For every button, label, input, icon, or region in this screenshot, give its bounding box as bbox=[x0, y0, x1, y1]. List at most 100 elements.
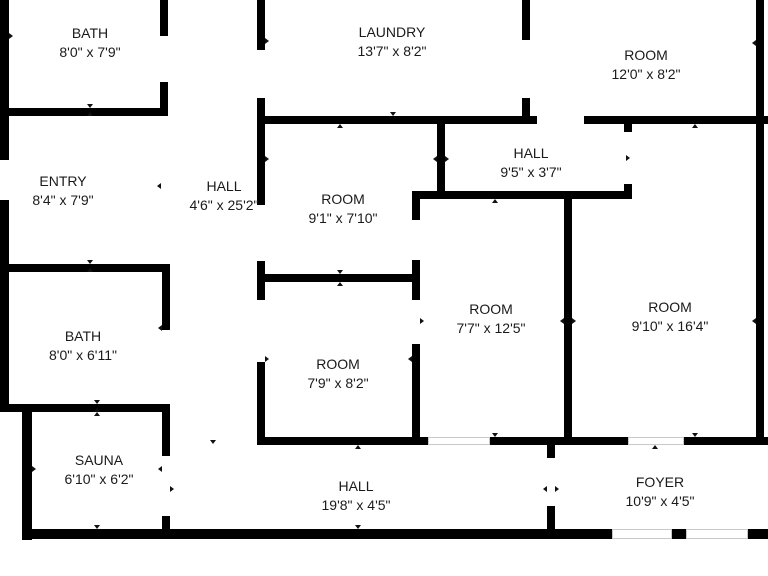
wall bbox=[162, 264, 170, 330]
wall bbox=[584, 116, 768, 124]
room-name: SAUNA bbox=[74, 452, 124, 468]
dimension-mark bbox=[265, 356, 269, 362]
room-dimensions: 4'6" x 25'2" bbox=[189, 197, 259, 213]
dimension-mark bbox=[692, 433, 698, 437]
wall bbox=[564, 191, 572, 445]
room-name: HALL bbox=[513, 145, 549, 161]
wall bbox=[0, 0, 9, 412]
dimension-mark bbox=[445, 156, 449, 162]
room-label-hall-vertical: HALL 4'6" x 25'2" bbox=[190, 177, 259, 215]
dimension-mark bbox=[492, 199, 498, 203]
wall bbox=[412, 191, 632, 199]
dimension-mark bbox=[626, 155, 630, 161]
doorway bbox=[412, 220, 420, 260]
dimension-mark bbox=[652, 445, 658, 449]
dimension-mark bbox=[355, 525, 361, 529]
doorway bbox=[257, 300, 265, 362]
doorway bbox=[257, 205, 265, 261]
dimension-mark bbox=[555, 486, 559, 492]
room-label-room-top-right: ROOM 12'0" x 8'2" bbox=[612, 46, 681, 84]
dimension-mark bbox=[87, 112, 93, 116]
dimension-mark bbox=[572, 318, 576, 324]
room-name: ROOM bbox=[624, 47, 668, 63]
dimension-mark bbox=[337, 124, 343, 128]
room-name: ROOM bbox=[648, 299, 692, 315]
room-name: HALL bbox=[338, 478, 374, 494]
dimension-mark bbox=[337, 270, 343, 274]
dimension-mark bbox=[158, 466, 162, 472]
room-name: BATH bbox=[64, 328, 102, 344]
wall bbox=[437, 116, 445, 196]
room-label-room-center: ROOM 7'7" x 12'5" bbox=[457, 300, 526, 338]
room-dimensions: 8'0" x 6'11" bbox=[49, 347, 117, 363]
window bbox=[612, 529, 672, 539]
dimension-mark bbox=[390, 112, 396, 116]
wall bbox=[756, 0, 764, 124]
dimension-mark bbox=[94, 525, 100, 529]
room-dimensions: 19'8" x 4'5" bbox=[321, 497, 391, 513]
room-name: ROOM bbox=[469, 301, 513, 317]
dimension-mark bbox=[408, 356, 412, 362]
dimension-mark bbox=[560, 318, 564, 324]
doorway bbox=[522, 40, 530, 98]
wall bbox=[756, 124, 764, 444]
room-name: FOYER bbox=[635, 474, 685, 490]
dimension-mark bbox=[337, 282, 343, 286]
dimension-mark bbox=[265, 156, 269, 162]
doorway bbox=[257, 50, 265, 98]
wall bbox=[22, 529, 768, 539]
room-label-sauna: SAUNA 6'10" x 6'2" bbox=[65, 451, 134, 489]
wall bbox=[257, 274, 417, 282]
dimension-mark bbox=[157, 183, 161, 189]
doorway bbox=[162, 456, 170, 516]
doorway bbox=[412, 300, 420, 344]
room-label-hall-small: HALL 9'5" x 3'7" bbox=[500, 144, 561, 182]
doorway bbox=[160, 36, 168, 82]
room-label-laundry: LAUNDRY 13'7" x 8'2" bbox=[358, 23, 427, 61]
room-dimensions: 9'5" x 3'7" bbox=[500, 164, 562, 180]
wall bbox=[0, 404, 170, 412]
dimension-mark bbox=[433, 156, 437, 162]
dimension-mark bbox=[94, 408, 100, 412]
dimension-mark bbox=[87, 260, 93, 264]
wall bbox=[22, 404, 32, 540]
dimension-mark bbox=[752, 40, 756, 46]
dimension-mark bbox=[543, 486, 547, 492]
room-label-room-lower: ROOM 7'9" x 8'2" bbox=[307, 355, 368, 393]
wall bbox=[0, 264, 170, 272]
doorway bbox=[0, 160, 9, 200]
room-name: HALL bbox=[206, 178, 242, 194]
dimension-mark bbox=[752, 318, 756, 324]
dimension-mark bbox=[87, 268, 93, 272]
dimension-mark bbox=[94, 412, 100, 416]
dimension-mark bbox=[87, 104, 93, 108]
room-dimensions: 8'0" x 7'9" bbox=[59, 44, 121, 60]
room-name: ENTRY bbox=[39, 173, 87, 189]
window bbox=[686, 529, 748, 539]
room-dimensions: 8'4" x 7'9" bbox=[32, 192, 94, 208]
wall bbox=[0, 108, 168, 116]
window bbox=[428, 437, 490, 445]
dimension-mark bbox=[692, 124, 698, 128]
room-name: ROOM bbox=[316, 356, 360, 372]
room-dimensions: 7'7" x 12'5" bbox=[456, 320, 526, 336]
wall bbox=[624, 116, 632, 132]
dimension-mark bbox=[420, 318, 424, 324]
doorway bbox=[547, 458, 555, 506]
room-label-bath-lower: BATH 8'0" x 6'11" bbox=[49, 327, 117, 365]
wall bbox=[257, 437, 768, 445]
room-dimensions: 12'0" x 8'2" bbox=[611, 66, 681, 82]
dimension-mark bbox=[32, 466, 36, 472]
dimension-mark bbox=[94, 400, 100, 404]
dimension-mark bbox=[265, 38, 269, 44]
room-name: LAUNDRY bbox=[358, 24, 426, 40]
room-dimensions: 7'9" x 8'2" bbox=[307, 375, 369, 391]
room-name: BATH bbox=[71, 25, 109, 41]
dimension-mark bbox=[9, 33, 13, 39]
room-label-hall-bottom: HALL 19'8" x 4'5" bbox=[322, 477, 391, 515]
room-dimensions: 10'9" x 4'5" bbox=[625, 493, 695, 509]
room-label-bath-top: BATH 8'0" x 7'9" bbox=[59, 24, 120, 62]
room-name: ROOM bbox=[321, 191, 365, 207]
dimension-mark bbox=[492, 433, 498, 437]
